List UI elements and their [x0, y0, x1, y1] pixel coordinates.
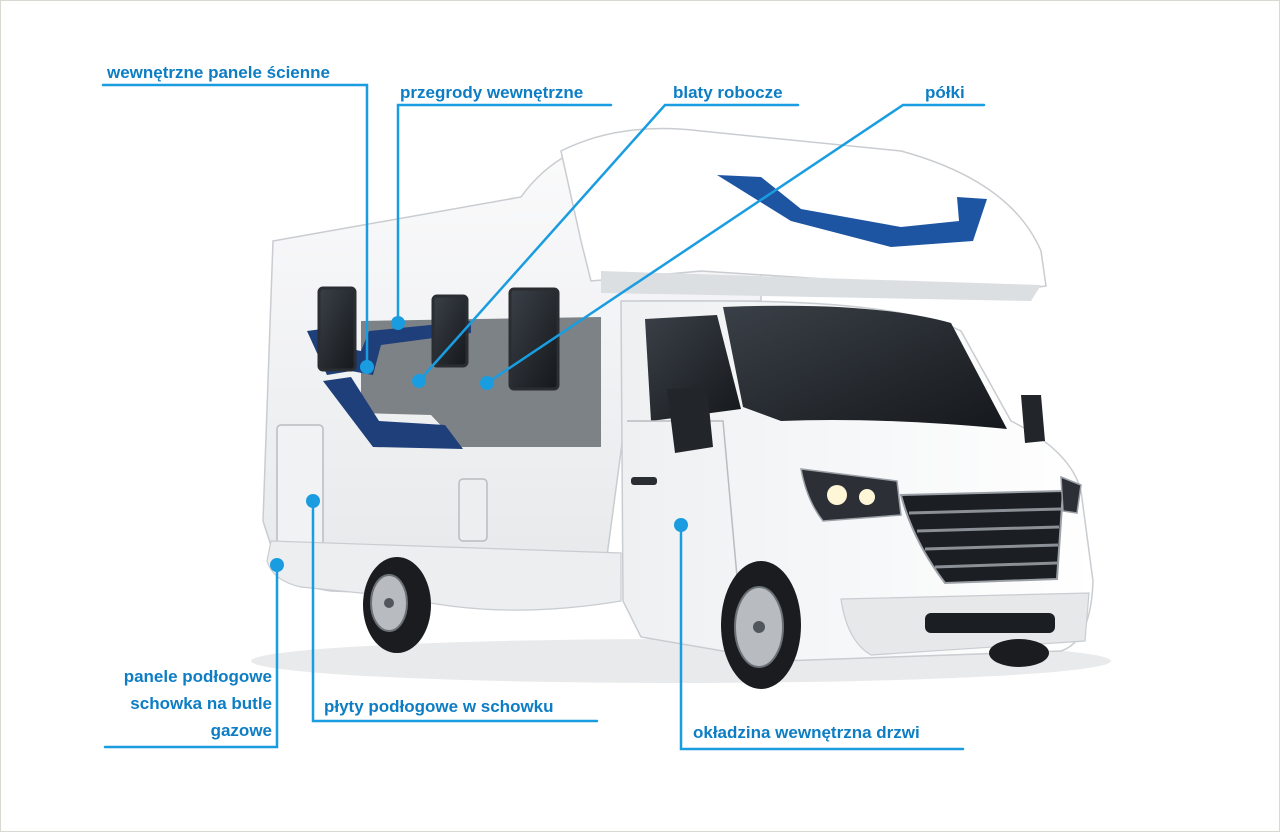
- windscreen: [723, 305, 1007, 429]
- dot-locker-floor: [306, 494, 320, 508]
- callout-label-door-lining: okładzina wewnętrzna drzwi: [693, 723, 920, 742]
- dot-worktops: [412, 374, 426, 388]
- callout-label-worktops: blaty robocze: [673, 83, 783, 102]
- window-2: [431, 294, 469, 368]
- gas-locker-door: [276, 424, 324, 558]
- leader-worktops: [417, 103, 800, 383]
- front-wheel-right: [989, 639, 1049, 667]
- grille: [899, 489, 1065, 585]
- leader-partitions: [396, 103, 613, 325]
- dot-door-lining: [674, 518, 688, 532]
- dot-shelves: [480, 376, 494, 390]
- alcove-stripe: [717, 175, 987, 247]
- callout-lines: [101, 83, 986, 751]
- leader-locker-floor: [311, 499, 599, 723]
- callout-label-partitions: przegrody wewnętrzne: [400, 83, 584, 102]
- headlight-lamp: [827, 485, 847, 505]
- service-hatch: [458, 478, 488, 542]
- callout-label-gas-locker-floor: panele podłogowe schowka na butle gazowe: [123, 667, 272, 740]
- headlight: [800, 468, 902, 522]
- callout-label-locker-floor-boards: płyty podłogowe w schowku: [324, 697, 554, 716]
- dot-wall-panels: [360, 360, 374, 374]
- mirror-right: [1021, 395, 1045, 443]
- alcove-underside: [601, 271, 1041, 301]
- leader-gas-locker: [103, 563, 279, 749]
- front-wheel: [721, 561, 801, 689]
- callout-dots: [270, 316, 688, 572]
- window-1: [317, 286, 357, 372]
- leader-wall-panels: [101, 83, 369, 369]
- mirror: [667, 387, 713, 453]
- dot-gas-locker: [270, 558, 284, 572]
- headlight-right: [1060, 475, 1082, 514]
- cab-door-line: [627, 420, 742, 622]
- side-skirt: [266, 540, 622, 611]
- callout-label-shelves: półki: [925, 83, 965, 102]
- rear-wheel: [363, 557, 431, 653]
- grille-bars: [908, 507, 1062, 569]
- lower-grille: [925, 613, 1055, 633]
- window-3: [508, 287, 560, 391]
- navy-stripe-lower: [323, 377, 463, 449]
- leader-shelves: [485, 103, 986, 385]
- callout-label-wall-panels: wewnętrzne panele ścienne: [107, 63, 330, 82]
- door-handle: [631, 477, 657, 485]
- leader-door-lining: [679, 523, 965, 751]
- dot-partitions: [391, 316, 405, 330]
- headlight-lamp-2: [859, 489, 875, 505]
